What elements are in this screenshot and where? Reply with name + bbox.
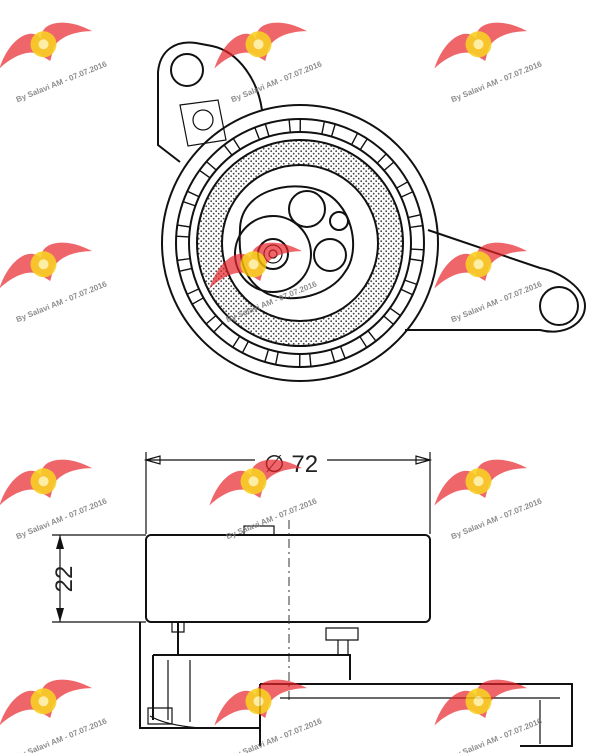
pulley-slot (409, 248, 425, 262)
pulley-slot (298, 352, 312, 368)
watermark-stamp: By Salavi AM - 07.07.2016 (426, 231, 544, 324)
pulley-slot (382, 307, 402, 326)
pulley-slot (198, 160, 218, 179)
watermark-stamp: By Salavi AM - 07.07.2016 (0, 448, 109, 541)
watermark-text: By Salavi AM - 07.07.2016 (230, 716, 324, 753)
pulley-outer-ring (161, 104, 439, 382)
pulley-slot (231, 335, 250, 354)
watermark-stamp: By Salavi AM - 07.07.2016 (206, 668, 324, 753)
eccentric-hole-large (288, 190, 326, 228)
pulley-slot (288, 118, 302, 134)
pulley-slot (358, 329, 377, 349)
watermark-text: By Salavi AM - 07.07.2016 (15, 59, 109, 104)
watermark-text: By Salavi AM - 07.07.2016 (15, 279, 109, 324)
pulley-side-body (145, 534, 431, 623)
watermark-stamp: By Salavi AM - 07.07.2016 (0, 231, 109, 324)
watermark-stamp: By Salavi AM - 07.07.2016 (0, 11, 109, 104)
watermark-text: By Salavi AM - 07.07.2016 (450, 279, 544, 324)
tensioner-bracket (157, 41, 587, 333)
watermark-stamp: By Salavi AM - 07.07.2016 (426, 448, 544, 541)
pulley-slot (350, 132, 369, 151)
eccentric-hole-small (329, 211, 349, 231)
eccentric-hole-lower (313, 238, 347, 272)
mounting-hole-left (170, 53, 204, 87)
eccentric-plate (238, 185, 354, 300)
watermark-stamp: By Salavi AM - 07.07.2016 (0, 668, 109, 753)
watermark-text: By Salavi AM - 07.07.2016 (450, 496, 544, 541)
height-label: 22 (51, 566, 78, 593)
mounting-hole-right (539, 286, 579, 326)
pulley-slot (376, 152, 395, 172)
watermark-stamp: By Salavi AM - 07.07.2016 (426, 11, 544, 104)
watermark-text: By Salavi AM - 07.07.2016 (15, 716, 109, 753)
pulley-slot (205, 314, 224, 334)
watermark-stamp: By Salavi AM - 07.07.2016 (426, 668, 544, 753)
watermark-stamp: By Salavi AM - 07.07.2016 (206, 11, 324, 104)
pulley-top-tab (243, 525, 275, 536)
top-view (157, 41, 587, 382)
pulley-slot (223, 137, 242, 157)
watermark-text: By Salavi AM - 07.07.2016 (450, 59, 544, 104)
bracket-boss (179, 99, 227, 147)
watermark-text: By Salavi AM - 07.07.2016 (450, 716, 544, 753)
side-view: ∅ 72 22 (51, 446, 573, 747)
side-bracket (139, 622, 573, 747)
hub-outer (234, 215, 312, 293)
pulley-slot (175, 224, 191, 238)
